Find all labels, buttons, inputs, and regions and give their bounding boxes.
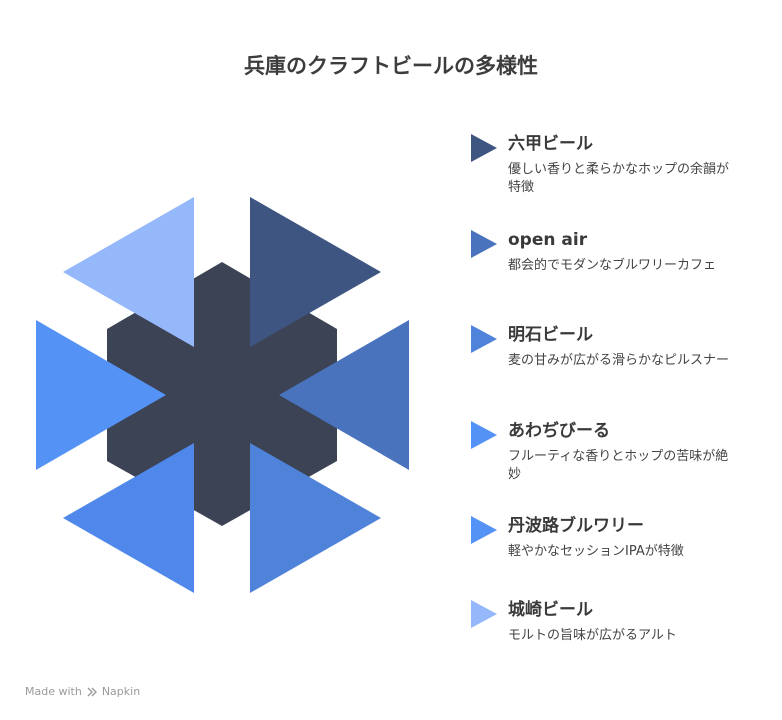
page-title: 兵庫のクラフトビールの多様性 (244, 54, 538, 78)
item-description: 軽やかなセッションIPAが特徴 (508, 544, 684, 559)
triangle-marker-icon (471, 230, 497, 258)
item-description: フルーティな香りとホップの苦味が絶妙 (508, 449, 729, 482)
item-description: 優しい香りと柔らかなホップの余韻が特徴 (508, 162, 730, 195)
item-name: 六甲ビール (508, 134, 593, 154)
triangle-marker-icon (471, 325, 497, 353)
triangle-marker-icon (471, 421, 497, 449)
item-name: あわぢびーる (508, 421, 610, 441)
item-name: 城崎ビール (508, 600, 593, 620)
triangle-jozaki (63, 197, 194, 347)
item-name: 明石ビール (508, 325, 593, 345)
triangle-marker-icon (471, 516, 497, 544)
triangle-marker-icon (471, 600, 497, 628)
triangle-awaji (36, 320, 166, 470)
item-description: 麦の甘みが広がる滑らかなピルスナー (508, 353, 730, 368)
napkin-logo-icon (87, 687, 97, 696)
made-with-label: Made with (25, 685, 82, 698)
item-description: モルトの旨味が広がるアルト (508, 628, 677, 643)
item-name: 丹波路ブルワリー (508, 516, 644, 536)
item-name: open air (508, 230, 588, 250)
made-with-napkin-footer[interactable]: Made with Napkin (25, 685, 140, 698)
triangle-rokko (250, 197, 381, 347)
napkin-brand-label: Napkin (101, 685, 141, 698)
item-description: 都会的でモダンなブルワリーカフェ (508, 258, 717, 273)
triangle-akashi (250, 443, 381, 593)
triangle-tamba (63, 443, 194, 593)
triangle-marker-icon (471, 134, 497, 162)
triangle-open-air (279, 320, 409, 470)
